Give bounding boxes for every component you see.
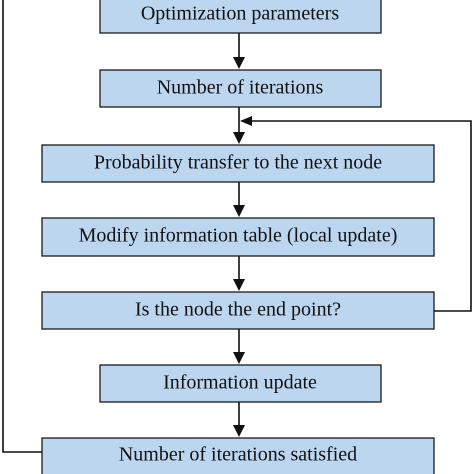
connector-opt-to-iter: [233, 33, 245, 69]
node-label: Is the node the end point?: [135, 299, 341, 321]
node-information-update: Information update: [99, 364, 382, 403]
node-optimization-parameters: Optimization parameters: [99, 0, 382, 34]
node-label: Information update: [163, 372, 317, 394]
node-probability-transfer: Probability transfer to the next node: [41, 144, 435, 183]
connector-prob-to-modify: [233, 182, 245, 217]
connector-info-to-satisfied: [233, 402, 245, 437]
node-end-point-check: Is the node the end point?: [41, 291, 435, 330]
node-label: Optimization parameters: [141, 3, 339, 25]
outer-loop-connector: [2, 0, 42, 453]
inner-loop-connector: [252, 120, 472, 312]
connector-end-to-info: [233, 329, 245, 364]
node-label: Modify information table (local update): [79, 225, 398, 247]
node-iterations-satisfied: Number of iterations satisfied: [41, 437, 435, 474]
connector-modify-to-end: [233, 256, 245, 291]
node-modify-information-table: Modify information table (local update): [41, 217, 435, 257]
node-label: Number of iterations: [157, 77, 324, 99]
inner-loop-arrowhead: [240, 116, 252, 126]
node-label: Probability transfer to the next node: [94, 152, 382, 174]
connector-iter-to-prob: [233, 107, 245, 144]
node-number-of-iterations: Number of iterations: [99, 69, 382, 108]
node-label: Number of iterations satisfied: [119, 444, 357, 466]
